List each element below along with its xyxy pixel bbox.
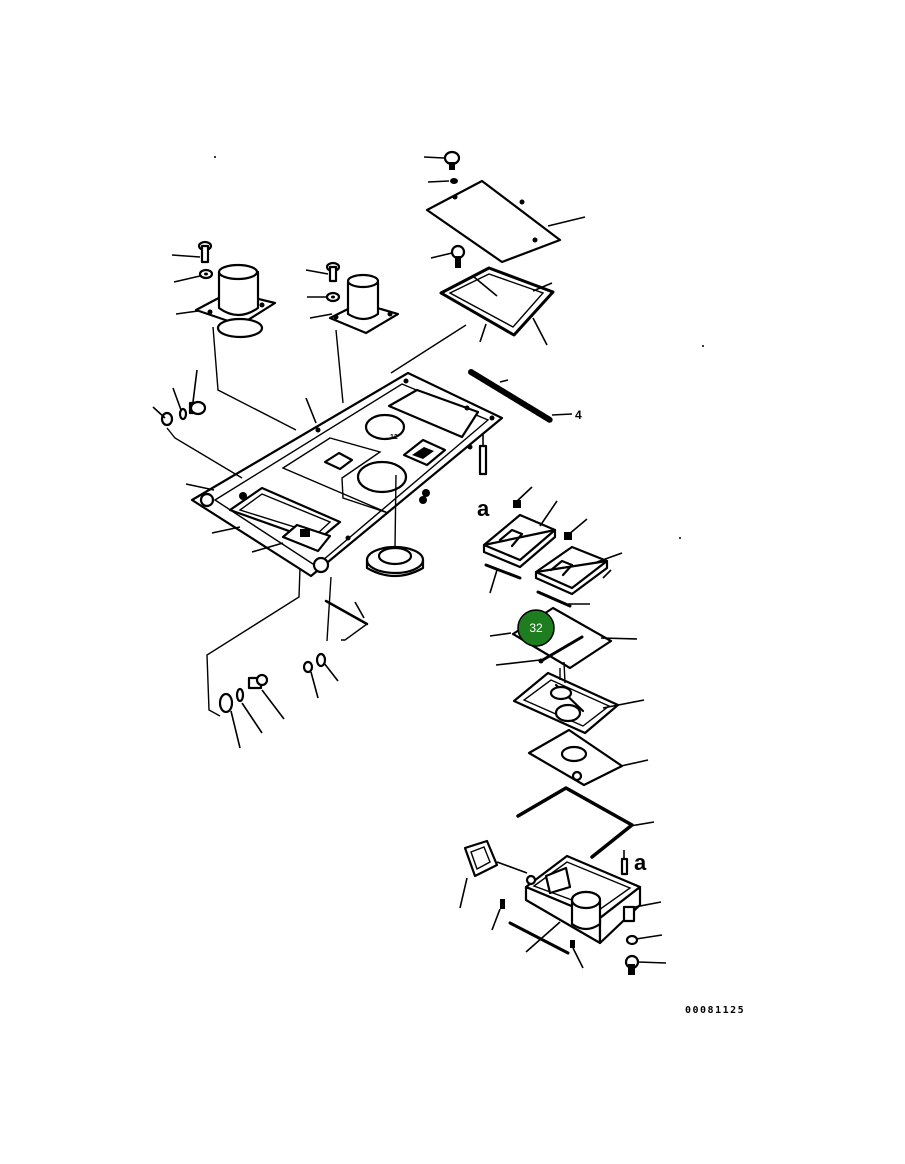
seal-ring xyxy=(365,496,427,578)
ref-letter-a-bottom: a xyxy=(634,850,647,875)
frame-housing xyxy=(512,661,645,735)
hole-label: 12 xyxy=(390,434,398,441)
lower-left-linkage xyxy=(206,567,369,749)
left-motor-assembly xyxy=(171,240,297,431)
drawing-number: 00081125 xyxy=(685,1005,745,1016)
spring-part-4: 4 a xyxy=(468,369,582,521)
bottom-housing-box: a xyxy=(459,839,667,975)
callout-32-label: 32 xyxy=(529,621,543,635)
top-cover-assembly xyxy=(390,150,586,374)
item-label-4: 4 xyxy=(575,408,582,422)
callout-32[interactable]: 32 xyxy=(517,609,555,647)
left-screw-set xyxy=(152,369,243,479)
flat-plate xyxy=(527,728,649,787)
l-strip-seal xyxy=(516,786,655,859)
center-motor-assembly xyxy=(305,261,400,404)
gasket-plate xyxy=(489,606,638,670)
ref-letter-a-top: a xyxy=(477,496,490,521)
right-bracket-stack xyxy=(482,486,623,608)
main-base-plate: 12 xyxy=(185,371,504,578)
